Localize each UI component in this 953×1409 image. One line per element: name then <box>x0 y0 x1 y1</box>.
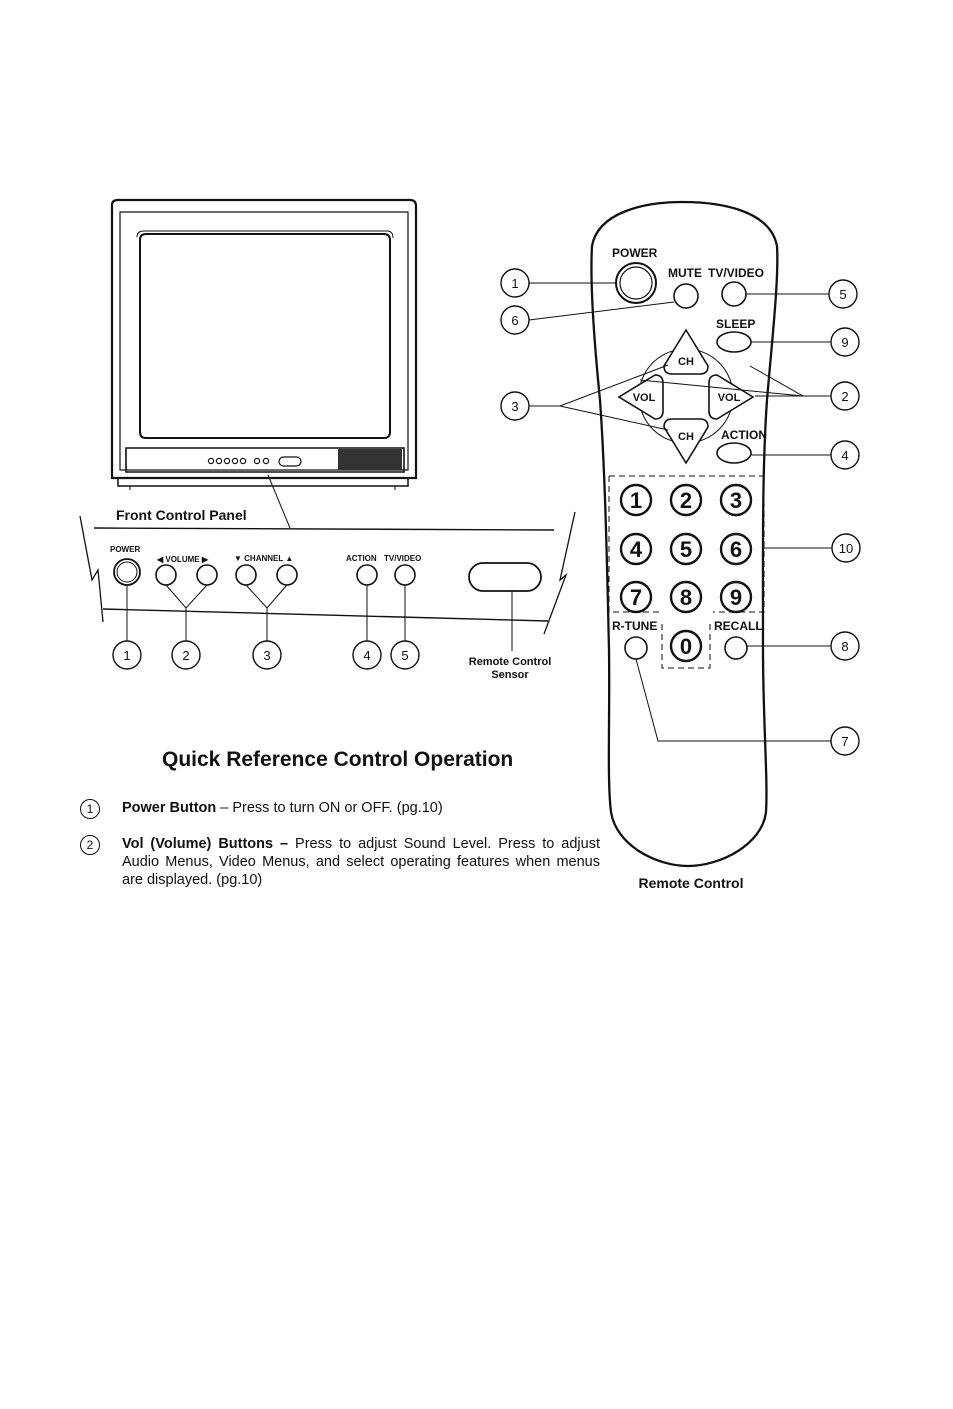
tv-callout-5: 5 <box>401 648 408 663</box>
tv-callout-1: 1 <box>123 648 130 663</box>
tv-illustration <box>110 198 418 529</box>
reference-item-term: Vol (Volume) Buttons – <box>122 836 289 852</box>
remote-power-label: POWER <box>612 246 658 260</box>
remote-digit-1-label: 1 <box>630 488 642 513</box>
front-panel-caption: Front Control Panel <box>116 507 247 523</box>
remote-illustration <box>500 200 861 868</box>
tv-callout-2: 2 <box>182 648 189 663</box>
reference-item-desc: Press to adjust Sound Level. Press to ad… <box>122 836 600 888</box>
reference-item-number: 1 <box>80 799 100 819</box>
remote-vol-up-button[interactable] <box>708 374 755 420</box>
remote-ch-up-label: CH <box>678 356 694 368</box>
remote-digit-8-button[interactable] <box>669 580 703 614</box>
remote-ch-up-button[interactable] <box>663 328 709 375</box>
panel-power-button[interactable] <box>113 558 141 586</box>
remote-digit-0-button[interactable] <box>669 629 703 663</box>
panel-action-button[interactable] <box>356 564 378 586</box>
remote-callout-rtune: 7 <box>841 734 848 749</box>
sensor-caption-line2: Sensor <box>491 669 529 681</box>
reference-item-volume: 2 Vol (Volume) Buttons – Press to adjust… <box>80 835 600 889</box>
panel-channel-up-button[interactable] <box>276 564 298 586</box>
panel-volume-label: ◀ VOLUME ▶ <box>156 555 209 564</box>
panel-volume-down-button[interactable] <box>155 564 177 586</box>
quick-reference-title: Quick Reference Control Operation <box>162 748 514 771</box>
remote-rtune-button[interactable] <box>624 636 648 660</box>
remote-digit-8-label: 8 <box>680 585 692 610</box>
remote-callout-digits: 10 <box>839 541 853 556</box>
panel-tvvideo-label: TV/VIDEO <box>384 554 421 563</box>
remote-vol-up-label: VOL <box>718 392 741 404</box>
panel-volume-up-button[interactable] <box>196 564 218 586</box>
remote-digit-1-button[interactable] <box>619 483 653 517</box>
remote-rtune-label: R-TUNE <box>612 619 657 633</box>
remote-power-button[interactable] <box>615 262 657 304</box>
reference-item-term: Power Button <box>122 800 217 816</box>
remote-ch-down-button[interactable] <box>663 418 709 465</box>
reference-item-number: 2 <box>80 835 100 855</box>
remote-digit-3-button[interactable] <box>719 483 753 517</box>
remote-ch-down-label: CH <box>678 431 694 443</box>
remote-digit-0-label: 0 <box>680 634 692 659</box>
remote-sleep-label: SLEEP <box>716 317 755 331</box>
front-control-panel <box>79 511 576 670</box>
remote-digit-6-label: 6 <box>730 537 742 562</box>
reference-item-power: 1 Power Button – Press to turn ON or OFF… <box>80 799 600 819</box>
panel-action-label: ACTION <box>346 554 377 563</box>
remote-callout-mute: 6 <box>511 313 518 328</box>
remote-callout-power: 1 <box>511 276 518 291</box>
remote-callout-tvvideo: 5 <box>839 287 846 302</box>
remote-callout-recall: 8 <box>841 639 848 654</box>
remote-digit-7-label: 7 <box>630 585 642 610</box>
remote-digit-4-button[interactable] <box>619 532 653 566</box>
panel-channel-label: ▼ CHANNEL ▲ <box>234 554 293 563</box>
remote-mute-button[interactable] <box>673 283 699 309</box>
panel-channel-down-button[interactable] <box>235 564 257 586</box>
remote-vol-down-button[interactable] <box>617 374 664 420</box>
sensor-caption-line1: Remote Control <box>469 656 552 668</box>
remote-digit-3-label: 3 <box>730 488 742 513</box>
panel-tvvideo-button[interactable] <box>394 564 416 586</box>
remote-tvvideo-label: TV/VIDEO <box>708 266 764 280</box>
remote-callout-sleep: 9 <box>841 335 848 350</box>
remote-callout-action: 4 <box>841 448 848 463</box>
remote-action-button[interactable] <box>716 442 752 464</box>
remote-recall-button[interactable] <box>724 636 748 660</box>
remote-digit-5-button[interactable] <box>669 532 703 566</box>
remote-digit-6-button[interactable] <box>719 532 753 566</box>
panel-power-label: POWER <box>110 545 140 554</box>
remote-mute-label: MUTE <box>668 266 702 280</box>
remote-vol-down-label: VOL <box>633 392 656 404</box>
remote-digit-9-button[interactable] <box>719 580 753 614</box>
reference-item-text: Power Button – Press to turn ON or OFF. … <box>122 799 600 817</box>
remote-tvvideo-button[interactable] <box>721 281 747 307</box>
reference-item-desc: – Press to turn ON or OFF. (pg.10) <box>216 800 443 816</box>
remote-control-sensor <box>468 562 542 592</box>
tv-callout-3: 3 <box>263 648 270 663</box>
remote-digit-7-button[interactable] <box>619 580 653 614</box>
remote-digit-2-label: 2 <box>680 488 692 513</box>
remote-digit-2-button[interactable] <box>669 483 703 517</box>
remote-digit-9-label: 9 <box>730 585 742 610</box>
remote-callout-vol: 2 <box>841 389 848 404</box>
remote-callout-ch: 3 <box>511 399 518 414</box>
remote-sleep-button[interactable] <box>716 331 752 353</box>
remote-caption: Remote Control <box>639 875 744 891</box>
remote-digit-4-label: 4 <box>630 537 643 562</box>
remote-recall-label: RECALL <box>714 619 763 633</box>
remote-action-label: ACTION <box>721 428 767 442</box>
remote-digit-5-label: 5 <box>680 537 692 562</box>
reference-item-text: Vol (Volume) Buttons – Press to adjust S… <box>122 835 600 889</box>
tv-callout-4: 4 <box>363 648 370 663</box>
